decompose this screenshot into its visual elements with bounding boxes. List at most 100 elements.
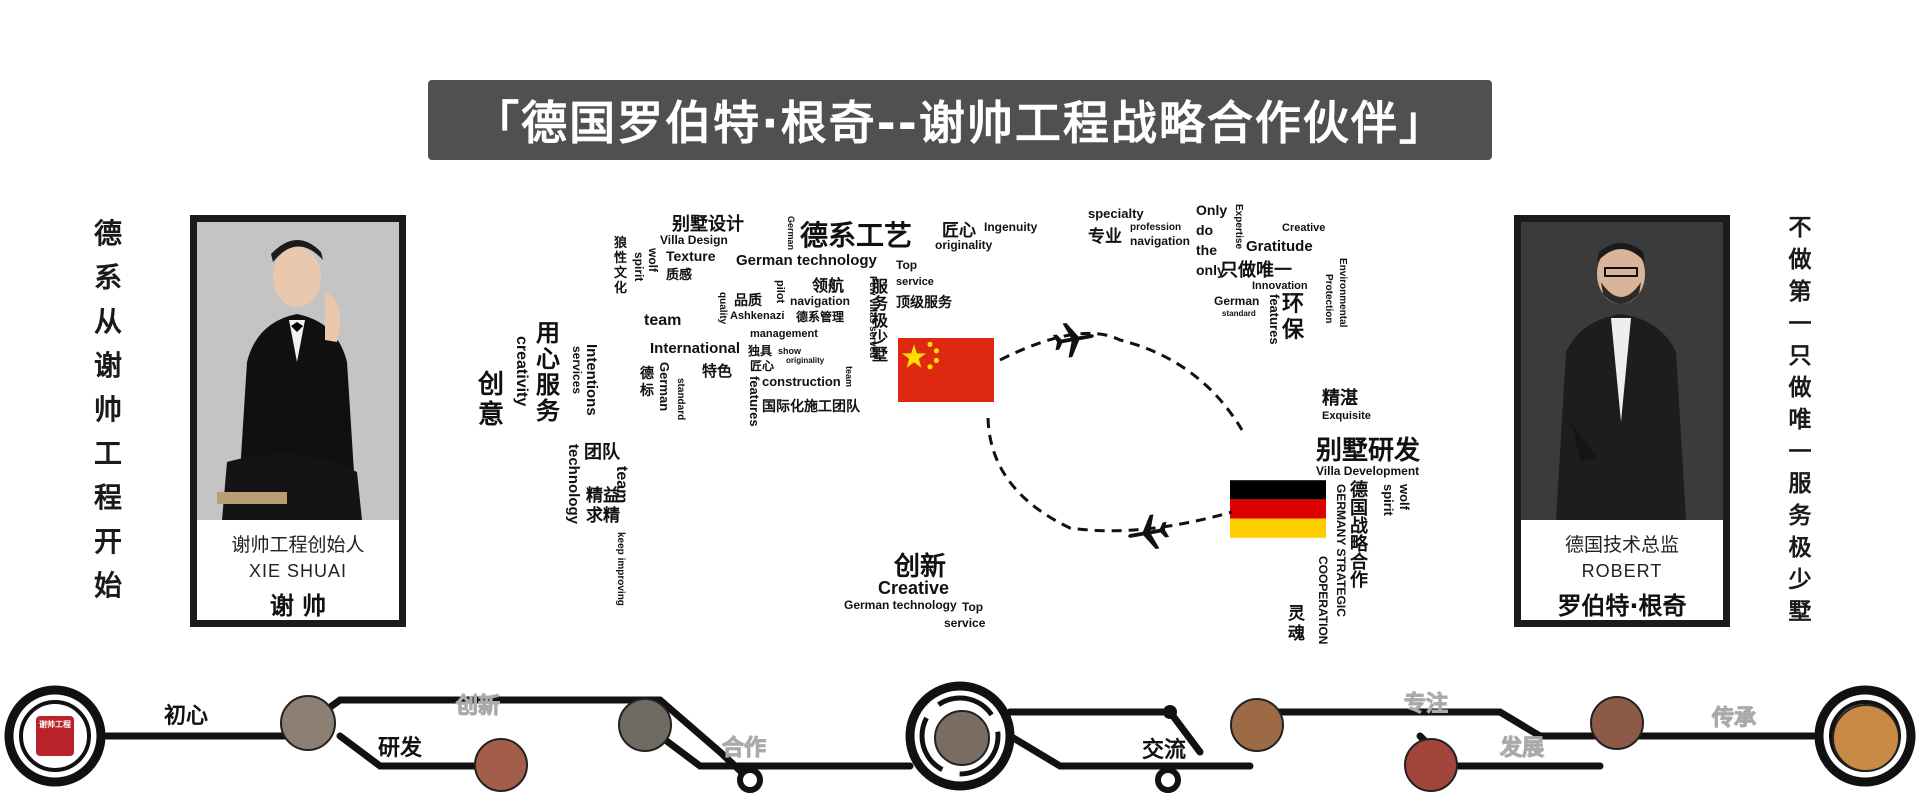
word: features: [747, 376, 762, 427]
slogan-char: 始: [93, 569, 122, 602]
word: show: [778, 346, 802, 356]
word: Ashkenazi: [730, 310, 785, 322]
timeline-label: 研发: [378, 736, 423, 761]
director-portrait-card: 德国技术总监 ROBERT 罗伯特·根奇: [1514, 215, 1730, 627]
word: Top: [896, 258, 918, 272]
word: 团队: [584, 442, 620, 463]
word: 精湛: [1322, 388, 1358, 409]
timeline-photo[interactable]: [934, 710, 990, 766]
word: management: [750, 328, 818, 340]
director-photo: [1521, 222, 1723, 520]
slogan-char: 不: [1788, 215, 1812, 241]
slogan-char: 做: [1788, 375, 1812, 401]
word: 顶级服务: [896, 295, 952, 311]
word: International: [650, 340, 741, 357]
timeline-ghost-label: 传承: [1711, 706, 1757, 732]
word: pilot: [774, 280, 786, 304]
timeline-photo[interactable]: [280, 695, 336, 751]
founder-role: 谢帅工程创始人: [231, 534, 365, 556]
word: 别墅研发: [1316, 436, 1421, 466]
word: Creative: [878, 578, 950, 598]
founder-name-cn: 谢 帅: [269, 592, 327, 620]
china-flag-icon: [898, 338, 994, 402]
timeline-ghost-label: 创新: [455, 694, 501, 720]
slogan-char: 一: [1788, 439, 1812, 465]
word: Expertise: [1233, 204, 1244, 250]
word: spirit: [632, 252, 646, 282]
timeline-ghost-label: 合作: [721, 736, 767, 762]
word: keep improving: [615, 532, 626, 606]
word: 服务极少墅: [872, 277, 889, 364]
word: standard: [1222, 309, 1256, 318]
slogan-char: 极: [1788, 535, 1812, 561]
word: German technology: [736, 252, 877, 269]
founder-caption: 谢帅工程创始人 XIE SHUAI 谢 帅: [197, 520, 399, 620]
word: Gratitude: [1246, 238, 1313, 255]
word: spirit: [1381, 484, 1396, 516]
timeline-photo[interactable]: [474, 738, 528, 792]
word: 品质: [734, 293, 762, 309]
word: 匠心: [942, 221, 976, 241]
word: Protection: [1323, 274, 1334, 324]
word: originality: [935, 238, 993, 252]
slogan-char: 只: [1788, 343, 1812, 369]
word: German: [786, 216, 796, 251]
timeline-label: 交流: [1142, 738, 1187, 763]
word: Environmental: [1337, 258, 1348, 328]
word: Texture: [666, 248, 716, 264]
slogan-char: 务: [1788, 503, 1812, 529]
word: wolf: [646, 248, 660, 272]
timeline-photo[interactable]: [1230, 698, 1284, 752]
word: 用心服务: [536, 319, 560, 425]
word: 匠心: [750, 359, 775, 373]
word: Innovation: [1252, 280, 1308, 292]
word: only: [1196, 262, 1225, 278]
slogan-char: 墅: [1788, 599, 1812, 625]
timeline-photo[interactable]: [1590, 696, 1644, 750]
word: team: [844, 366, 854, 388]
word: originality: [786, 356, 825, 365]
word: 德标: [640, 366, 654, 399]
word: Creative: [1282, 222, 1326, 234]
right-vertical-slogan: 不 做 第 一 只 做 唯 一 服 务 极 少 墅: [1780, 212, 1820, 628]
word: 创意: [478, 370, 505, 430]
word: 灵魂: [1288, 604, 1305, 644]
timeline-photo[interactable]: [1404, 738, 1458, 792]
slogan-char: 唯: [1788, 407, 1812, 433]
director-caption: 德国技术总监 ROBERT 罗伯特·根奇: [1521, 520, 1723, 620]
word: the: [1196, 242, 1217, 258]
word: construction: [762, 374, 841, 389]
timeline-photo[interactable]: [1832, 704, 1900, 772]
word: 质感: [666, 268, 693, 283]
word: creativity: [513, 336, 530, 407]
page-title: 「德国罗伯特·根奇--谢帅工程战略合作伙伴」: [473, 96, 1447, 150]
word: German: [1214, 294, 1260, 308]
word: Villa Development: [1316, 464, 1420, 478]
word: 国际化施工团队: [762, 399, 860, 415]
slogan-char: 谢: [93, 349, 122, 382]
airplane-icon: [1128, 514, 1170, 549]
word: navigation: [1130, 234, 1191, 248]
word: standard: [675, 378, 686, 421]
word: Exquisite: [1322, 410, 1371, 422]
word: quality: [717, 292, 728, 325]
word: 狼性文化: [614, 236, 628, 296]
word: German: [657, 362, 672, 412]
slogan-char: 第: [1788, 279, 1812, 305]
director-name-cn: 罗伯特·根奇: [1557, 592, 1687, 620]
word: navigation: [790, 294, 851, 308]
slogan-char: 做: [1788, 247, 1812, 273]
word: Ingenuity: [984, 220, 1038, 234]
word: 精益求精: [586, 486, 620, 526]
timeline-ghost-label: 发展: [1499, 736, 1545, 762]
word: features: [1267, 294, 1282, 345]
word: 德系工艺: [800, 219, 913, 252]
timeline-photo[interactable]: [618, 698, 672, 752]
germany-flag-icon: [1230, 480, 1326, 538]
word: Villa Design: [660, 233, 728, 247]
slogan-char: 帅: [93, 393, 122, 426]
word: profession: [1130, 222, 1182, 233]
slogan-char: 德: [93, 217, 122, 250]
brand-seal: 谢帅工程: [36, 716, 74, 756]
title-banner: 「德国罗伯特·根奇--谢帅工程战略合作伙伴」: [428, 80, 1492, 160]
